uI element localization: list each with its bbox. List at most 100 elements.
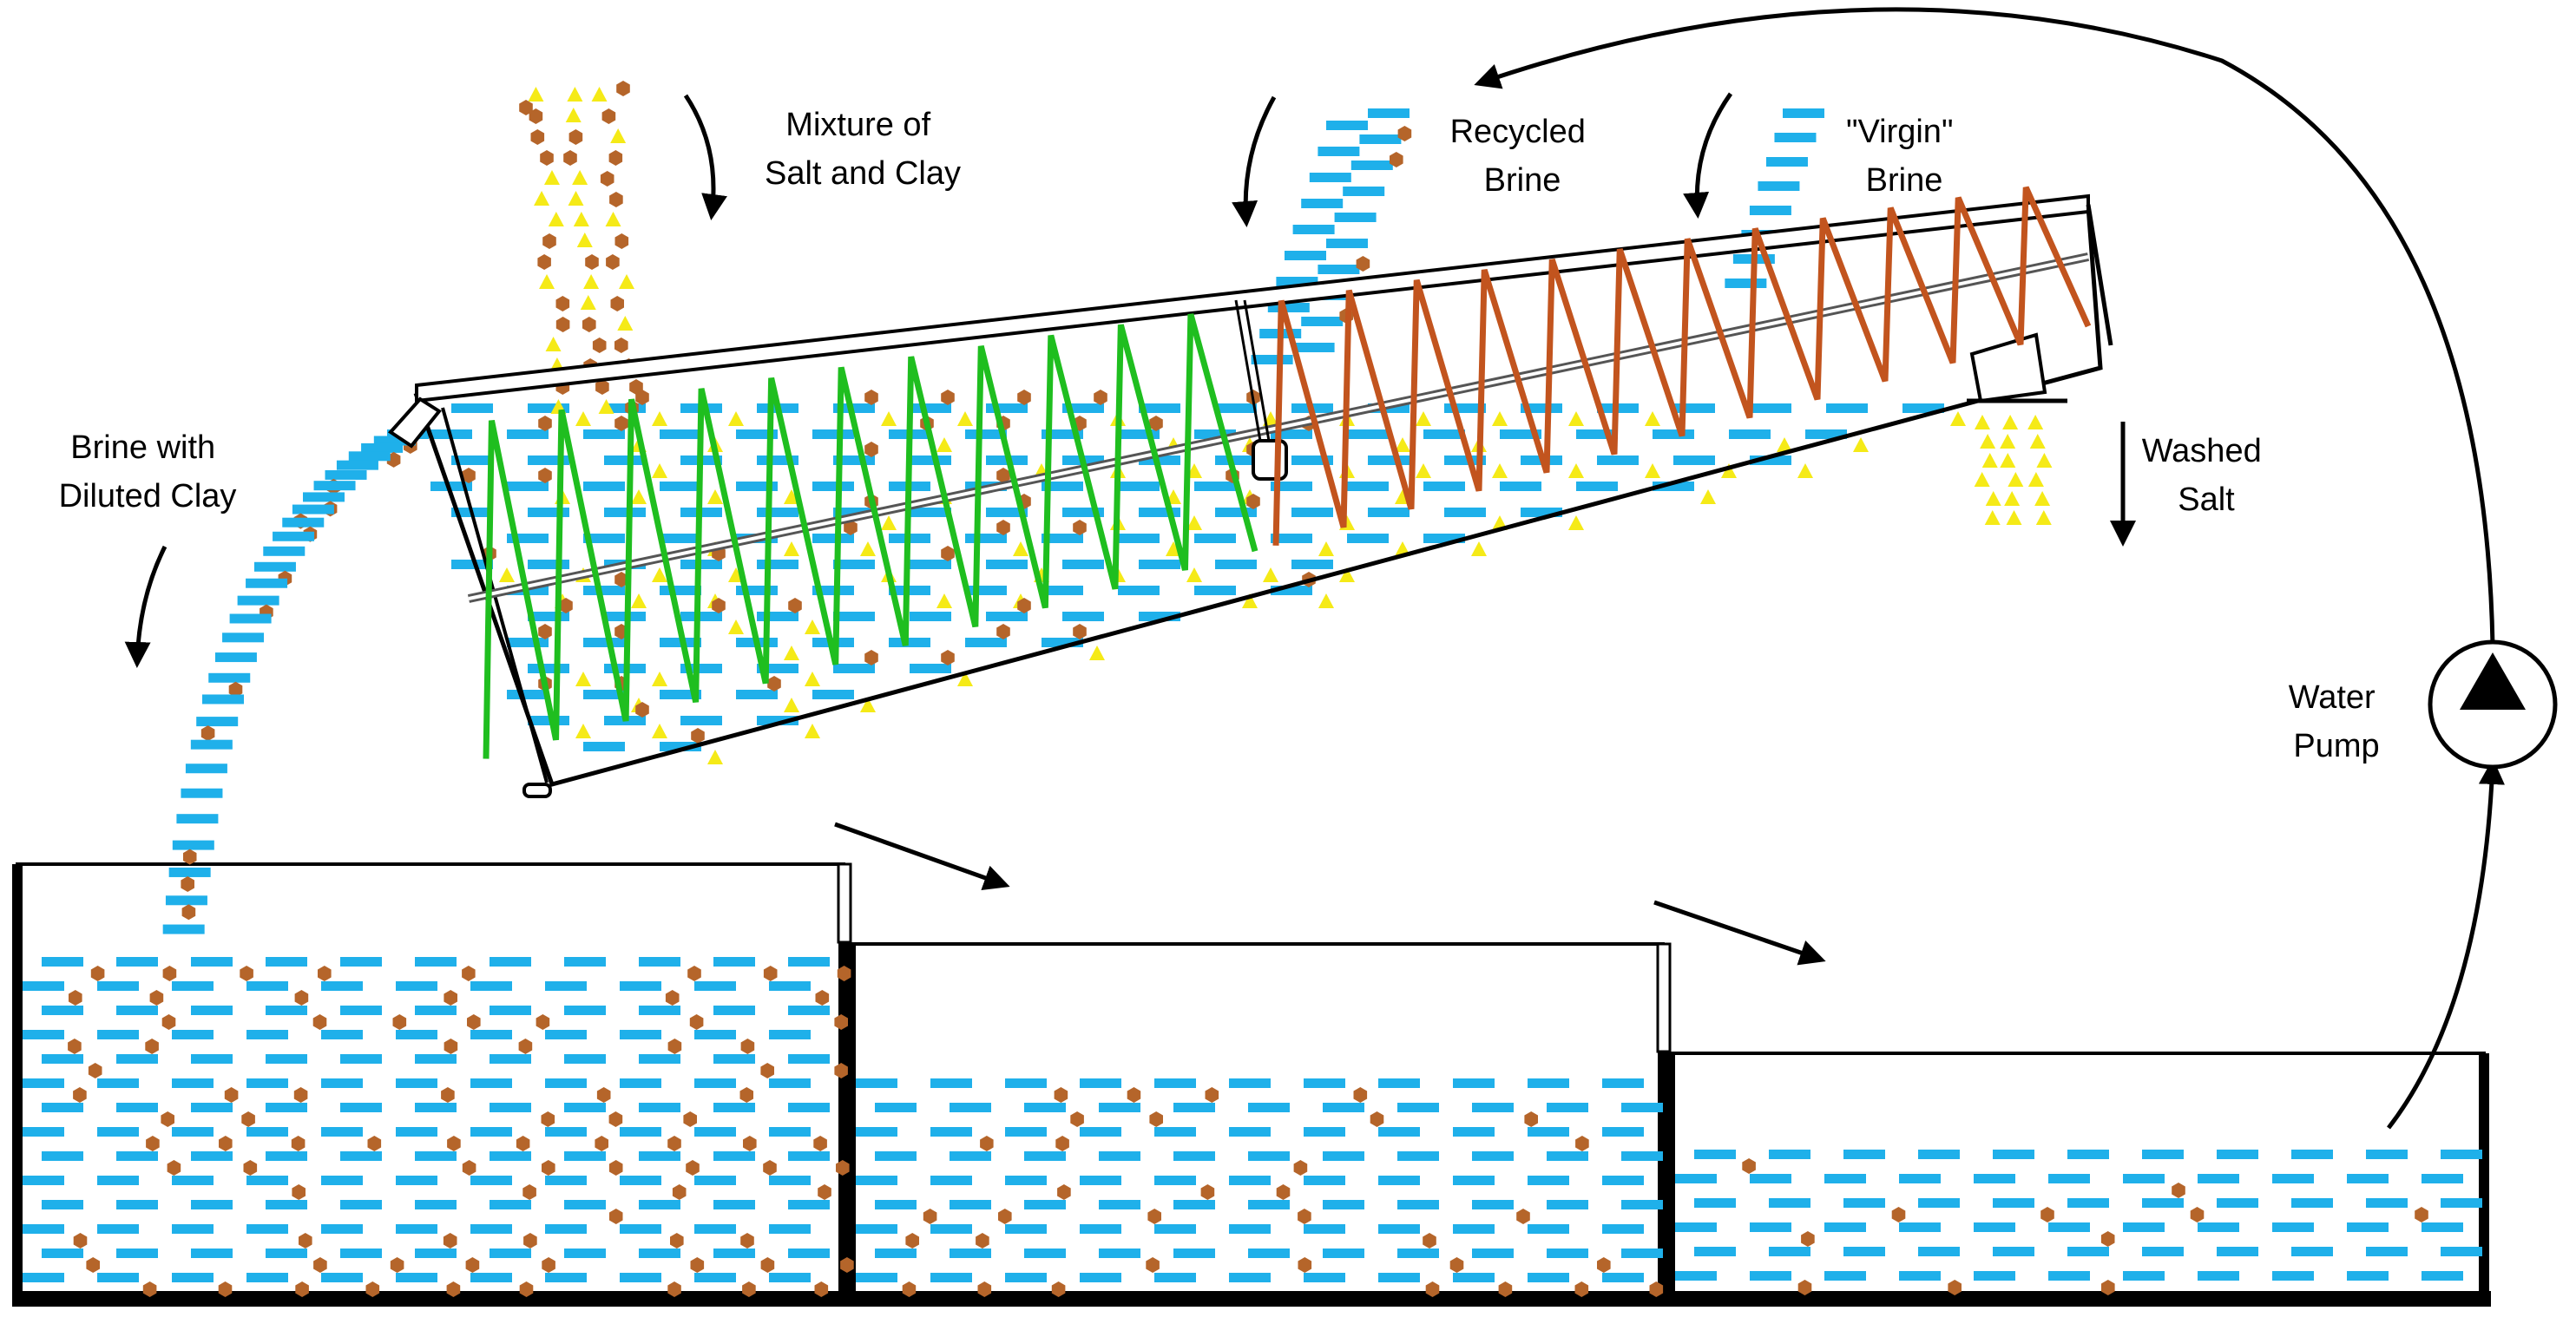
brine-particle xyxy=(1783,108,1824,118)
brine-particle xyxy=(694,1127,736,1137)
clay-particle xyxy=(1516,1209,1530,1224)
brine-particle xyxy=(639,1249,680,1258)
brine-particle xyxy=(340,1249,382,1258)
clay-particle xyxy=(980,1136,994,1151)
brine-particle xyxy=(321,1030,363,1039)
brine-particle xyxy=(172,981,214,991)
brine-particle xyxy=(42,1054,83,1064)
brine-particle xyxy=(282,517,325,528)
tank-2-outline xyxy=(849,942,1665,1300)
brine-particle xyxy=(1080,1273,1121,1282)
brine-particle xyxy=(185,764,227,774)
brine-particle xyxy=(812,586,854,595)
brine-particle xyxy=(1194,482,1236,491)
brine-particle xyxy=(1397,1151,1439,1161)
brine-particle xyxy=(23,1030,64,1039)
brine-particle xyxy=(757,664,798,673)
salt-particle xyxy=(1700,489,1716,504)
salt-particle xyxy=(728,411,744,426)
brine-particle xyxy=(470,1176,512,1185)
brine-particle xyxy=(1042,429,1083,439)
clay-particle xyxy=(743,1136,757,1151)
washer-foot xyxy=(522,783,552,798)
brine-particle xyxy=(116,1200,158,1209)
brine-particle xyxy=(1472,1249,1514,1258)
salt-particle xyxy=(1166,541,1181,556)
salt-particle xyxy=(1974,472,1990,487)
brine-particle xyxy=(2272,1222,2314,1232)
clay-particle xyxy=(1574,1281,1589,1297)
label-washed-line2: Salt xyxy=(2178,482,2235,518)
clay-particle xyxy=(181,904,196,921)
brine-particle xyxy=(986,560,1028,569)
clay-particle xyxy=(318,966,332,981)
brine-particle xyxy=(1154,1224,1196,1234)
brine-particle xyxy=(237,595,279,606)
brine-particle xyxy=(564,1200,606,1209)
brine-particle xyxy=(833,560,875,569)
clay-particle xyxy=(834,1014,848,1030)
brine-particle xyxy=(1653,482,1694,491)
clay-particle xyxy=(1397,126,1412,141)
brine-particle xyxy=(1694,1247,1736,1256)
clay-particle xyxy=(145,1039,159,1054)
brine-particle xyxy=(313,481,356,491)
brine-particle xyxy=(660,742,701,751)
clay-particle xyxy=(390,1257,404,1273)
brine-particle xyxy=(1769,1198,1810,1208)
water-pump[interactable] xyxy=(2428,639,2558,770)
brine-particle xyxy=(340,957,382,967)
brine-particle xyxy=(1824,1222,1866,1232)
brine-particle xyxy=(1062,508,1104,517)
clay-particle xyxy=(814,1281,829,1297)
clay-particle xyxy=(365,1281,380,1297)
brine-particle xyxy=(639,1151,680,1161)
coupling-support-1 xyxy=(1234,299,1262,442)
clay-particle xyxy=(294,990,309,1006)
brine-particle xyxy=(1248,1249,1290,1258)
clay-particle xyxy=(667,1281,681,1297)
brine-particle xyxy=(788,1249,830,1258)
brine-particle xyxy=(875,1103,917,1112)
clay-particle xyxy=(2172,1183,2185,1198)
clay-particle xyxy=(1649,1281,1664,1297)
clay-particle xyxy=(542,233,556,249)
label-virgin-brine: "Virgin" Brine xyxy=(1846,114,1962,199)
brine-particle xyxy=(23,1273,64,1282)
brine-particle xyxy=(2347,1174,2389,1183)
brine-particle xyxy=(172,1176,214,1185)
brine-particle xyxy=(23,1078,64,1088)
brine-particle xyxy=(1154,1273,1196,1282)
clay-particle xyxy=(181,876,194,892)
brine-particle xyxy=(1547,1249,1588,1258)
label-brine-clay-line2: Diluted Clay xyxy=(59,478,237,514)
brine-particle xyxy=(23,1176,64,1185)
brine-particle xyxy=(1271,482,1312,491)
brine-particle xyxy=(263,546,306,556)
brine-particle xyxy=(1323,1200,1364,1209)
clay-particle xyxy=(563,150,577,166)
salt-particle xyxy=(652,724,667,738)
brine-particle xyxy=(620,1273,661,1282)
brine-particle xyxy=(583,586,625,595)
clay-particle xyxy=(818,1184,831,1200)
salt-particle xyxy=(2034,491,2051,506)
brine-particle xyxy=(545,1176,587,1185)
clay-particle xyxy=(996,624,1010,639)
clay-particle xyxy=(1801,1231,1815,1247)
brine-particle xyxy=(191,1200,233,1209)
brine-particle xyxy=(1472,1151,1514,1161)
label-mixture-line2: Salt and Clay xyxy=(765,155,961,192)
brine-particle xyxy=(321,1273,363,1282)
brine-particle xyxy=(2291,1198,2333,1208)
brine-particle xyxy=(1194,586,1236,595)
brine-particle xyxy=(736,429,778,439)
salt-particle xyxy=(957,411,973,426)
shaft-coupling xyxy=(1252,439,1288,481)
clay-particle xyxy=(665,990,680,1006)
brine-particle xyxy=(202,694,245,705)
brine-particle xyxy=(1528,1273,1569,1282)
brine-particle xyxy=(713,1006,755,1015)
brine-particle xyxy=(1062,560,1104,569)
salt-particle xyxy=(1416,463,1431,478)
